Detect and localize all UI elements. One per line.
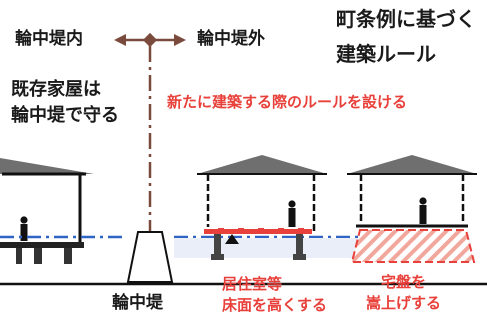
label-outside-levee: 輪中堤外 — [197, 29, 265, 49]
raise-floor-label-line-1: 居住室等 — [222, 275, 283, 293]
house-raised-ground — [347, 155, 477, 263]
existing-house-label-line-1: 既存家屋は — [11, 79, 101, 100]
label-inside-levee: 輪中堤内 — [15, 29, 83, 49]
existing-house — [0, 158, 94, 264]
raise-ground-label-line-1: 宅盤を — [381, 273, 427, 291]
levee-embankment — [126, 231, 174, 283]
house-raised-floor-person-icon — [288, 200, 296, 227]
embankment-label: 輪中堤 — [112, 293, 163, 313]
inside-outside-arrow — [114, 32, 186, 48]
existing-house-label-line-2: 輪中堤で守る — [11, 105, 119, 126]
title-line-1: 町条例に基づく — [336, 7, 476, 31]
existing-house-person-icon — [20, 216, 28, 241]
house-raised-ground-person-icon — [419, 197, 427, 224]
new-building-rule-label: 新たに建築する際のルールを設ける — [167, 93, 408, 111]
raise-ground-label-line-2: 嵩上げする — [366, 294, 442, 312]
raise-floor-label-line-2: 床面を高くする — [222, 296, 328, 314]
title-line-2: 建築ルール — [336, 42, 436, 66]
house-raised-floor — [197, 155, 327, 260]
